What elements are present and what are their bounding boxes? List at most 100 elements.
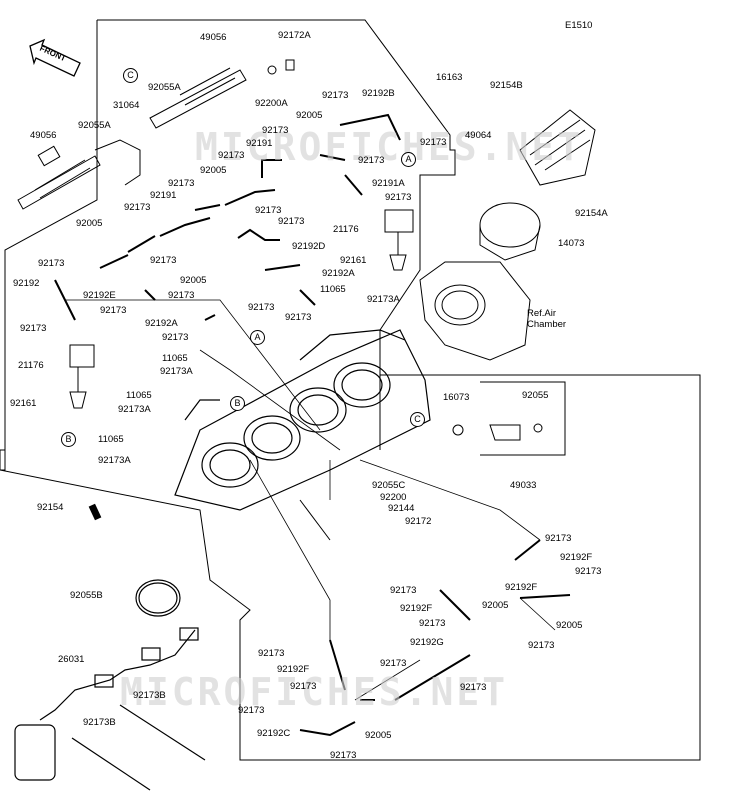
part-label: 92192F — [505, 582, 538, 593]
part-label: 92192B — [362, 88, 395, 99]
assembly-frame — [0, 19, 701, 761]
cable-ties — [71, 704, 206, 791]
part-label: 92173 — [162, 332, 189, 343]
part-label: 92005 — [365, 730, 392, 741]
part-label: 16073 — [443, 392, 470, 403]
part-label: 92173 — [168, 290, 195, 301]
part-label: 92173B — [133, 690, 166, 701]
part-label: 92173 — [330, 750, 357, 761]
ref-air-chamber-label: Ref.Air Chamber — [527, 308, 567, 330]
part-label: 92173 — [258, 648, 285, 659]
part-label: 92173 — [20, 323, 47, 334]
part-label: 92005 — [76, 218, 103, 229]
part-label: 31064 — [113, 100, 140, 111]
part-label: 11065 — [320, 284, 346, 295]
part-label: 92192G — [410, 637, 444, 648]
callout-b-mid: B — [230, 396, 245, 411]
part-label: 92005 — [200, 165, 227, 176]
part-label: 92173 — [385, 192, 412, 203]
part-label: 49056 — [200, 32, 227, 43]
o-ring — [135, 579, 181, 617]
part-label: 92055C — [372, 480, 406, 491]
callout-a-top: A — [401, 152, 416, 167]
part-label: 92144 — [388, 503, 415, 514]
part-label: 11065 — [162, 353, 188, 364]
part-label: 92173 — [100, 305, 127, 316]
air-chamber — [419, 261, 531, 361]
part-label: 92161 — [340, 255, 367, 266]
part-label: 92173 — [545, 533, 572, 544]
part-label: 92192A — [322, 268, 355, 279]
watermark-upper: MICROFICHES.NET — [195, 125, 584, 169]
part-label: 92192 — [13, 278, 40, 289]
part-label: 92173 — [575, 566, 602, 577]
part-label: 92173 — [168, 178, 195, 189]
part-label: 92161 — [10, 398, 37, 409]
part-label: 92191A — [372, 178, 405, 189]
part-label: 92173 — [358, 155, 385, 166]
part-label: 92173 — [248, 302, 275, 313]
part-label: 92192A — [145, 318, 178, 329]
part-label: 92192E — [83, 290, 116, 301]
part-label: 49056 — [30, 130, 57, 141]
callout-c-mid: C — [410, 412, 425, 427]
part-label: 92200 — [380, 492, 407, 503]
part-label: 92005 — [556, 620, 583, 631]
part-label: 92191 — [150, 190, 177, 201]
routing-lines — [65, 299, 556, 701]
part-label: 92173 — [238, 705, 265, 716]
watermark-lower: MICROFICHES.NET — [120, 670, 509, 714]
part-label: 92192F — [400, 603, 433, 614]
fuel-rail-left — [17, 139, 141, 210]
part-label: 92173 — [150, 255, 177, 266]
bolt — [88, 503, 102, 521]
part-label: 14073 — [558, 238, 585, 249]
part-label: 92173 — [255, 205, 282, 216]
part-label: 92173 — [390, 585, 417, 596]
callout-a-mid: A — [250, 330, 265, 345]
part-label: 92005 — [482, 600, 509, 611]
part-label: 92005 — [296, 110, 323, 121]
air-filter — [479, 109, 596, 261]
part-label: 21176 — [18, 360, 44, 371]
part-label: 92192F — [560, 552, 593, 563]
part-label: 26031 — [58, 654, 85, 665]
callout-c-top: C — [123, 68, 138, 83]
part-label: 92173 — [322, 90, 349, 101]
hoses — [54, 113, 571, 737]
fitting-49033 — [452, 381, 566, 456]
wire-harness — [14, 627, 199, 781]
fuel-rail-top — [149, 59, 295, 129]
part-label: 92055 — [522, 390, 549, 401]
part-label: 92173B — [83, 717, 116, 728]
part-label: 92154B — [490, 80, 523, 91]
part-label: 92173 — [218, 150, 245, 161]
part-label: 21176 — [333, 224, 359, 235]
part-label: 92154 — [37, 502, 64, 513]
diagram-code: E1510 — [565, 20, 593, 31]
part-label: 92154A — [575, 208, 608, 219]
part-label: 92192F — [277, 664, 310, 675]
part-label: 92173 — [380, 658, 407, 669]
part-label: 92173A — [98, 455, 131, 466]
part-label: 92173A — [118, 404, 151, 415]
part-label: 92173 — [262, 125, 289, 136]
part-label: 92192C — [257, 728, 291, 739]
part-label: 92173A — [160, 366, 193, 377]
part-label: 92173 — [38, 258, 65, 269]
part-label: 92173 — [419, 618, 446, 629]
part-label: 92055A — [78, 120, 111, 131]
front-arrow — [29, 38, 81, 77]
part-label: 92173A — [367, 294, 400, 305]
part-label: 92172 — [405, 516, 432, 527]
part-label: 49033 — [510, 480, 537, 491]
part-label: 92173 — [420, 137, 447, 148]
part-label: 92172A — [278, 30, 311, 41]
part-label: 92192D — [292, 241, 326, 252]
sensors — [69, 209, 414, 409]
part-label: 92173 — [528, 640, 555, 651]
part-label: 11065 — [98, 434, 124, 445]
part-label: 92173 — [460, 682, 487, 693]
part-label: 92173 — [285, 312, 312, 323]
